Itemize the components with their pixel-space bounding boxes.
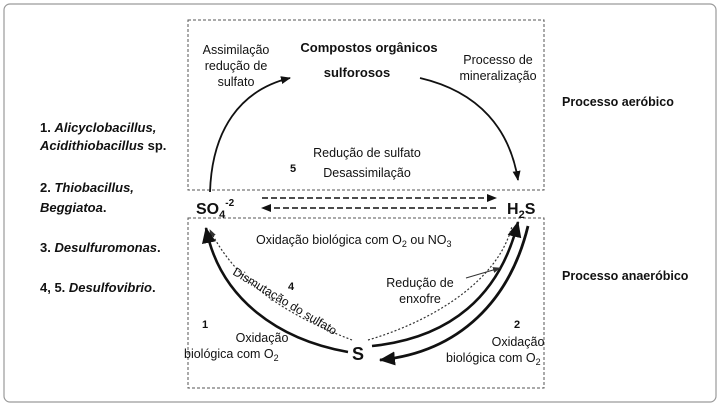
organism-1: 1. Alicyclobacillus,: [40, 120, 156, 135]
right-oxidation-line1: Oxidação: [492, 335, 545, 349]
aerobic-box: [187, 19, 545, 191]
sulfur-reduction-pointer: [465, 267, 501, 279]
mineralization-arrow: [419, 77, 521, 181]
h2s-node: H2S: [507, 201, 536, 221]
dissimilation-number: 5: [290, 163, 296, 175]
organism-4-5: 4, 5. Desulfovibrio.: [40, 280, 156, 295]
assimilation-arrow: [209, 76, 291, 193]
organism-2: 2. Thiobacillus,: [40, 180, 134, 195]
right-oxidation-number: 2: [514, 319, 520, 331]
organism-3: 3. Desulfuromonas.: [40, 240, 161, 255]
organism-2-line2: Beggiatoa.: [40, 200, 106, 215]
dismutation-label: Dismutação do sulfato: [230, 265, 339, 338]
aerobic-label: Processo aeróbico: [562, 95, 674, 109]
organic-compounds-line2: sulforosos: [324, 65, 390, 80]
assimilation-line1: Assimilação: [203, 43, 270, 57]
anaerobic-label: Processo anaeróbico: [562, 269, 689, 283]
assimilation-line3: sulfato: [218, 75, 255, 89]
outer-frame: [3, 3, 717, 403]
left-oxidation-number: 1: [202, 319, 208, 331]
sulfur-to-h2s-arrow: [371, 221, 522, 348]
bio-oxidation-top-label: Oxidação biológica com O2 ou NO3: [256, 233, 452, 249]
mineralization-line2: mineralização: [459, 69, 536, 83]
organic-compounds-line1: Compostos orgânicos: [300, 40, 437, 55]
mineralization-line1: Processo de: [463, 53, 533, 67]
dissimilation-line1: Redução de sulfato: [313, 146, 421, 160]
sulfur-reduction-line2: enxofre: [399, 292, 441, 306]
h2s-to-sulfur-arrow: [379, 225, 530, 366]
dismutation-number: 4: [288, 281, 295, 293]
sulfur-reduction-line1: Redução de: [386, 276, 453, 290]
assimilation-line2: redução de: [205, 59, 268, 73]
organism-list: 1. Alicyclobacillus, Acidithiobacillus s…: [39, 120, 166, 295]
dissimilation-line2: Desassimilação: [323, 166, 411, 180]
left-oxidation-line1: Oxidação: [236, 331, 289, 345]
left-oxidation-arrow: [202, 227, 349, 354]
dismutation-arrow: [209, 229, 353, 341]
sulfur-node: S: [352, 344, 364, 364]
left-oxidation-line2: biológica com O2: [184, 347, 279, 363]
sulfate-node: SO4-2: [196, 198, 235, 221]
sulfur-reduction-dotted: [367, 225, 513, 341]
anaerobic-box: [187, 217, 545, 389]
right-oxidation-line2: biológica com O2: [446, 351, 541, 367]
organism-1-line2: Acidithiobacillus sp.: [39, 138, 166, 153]
